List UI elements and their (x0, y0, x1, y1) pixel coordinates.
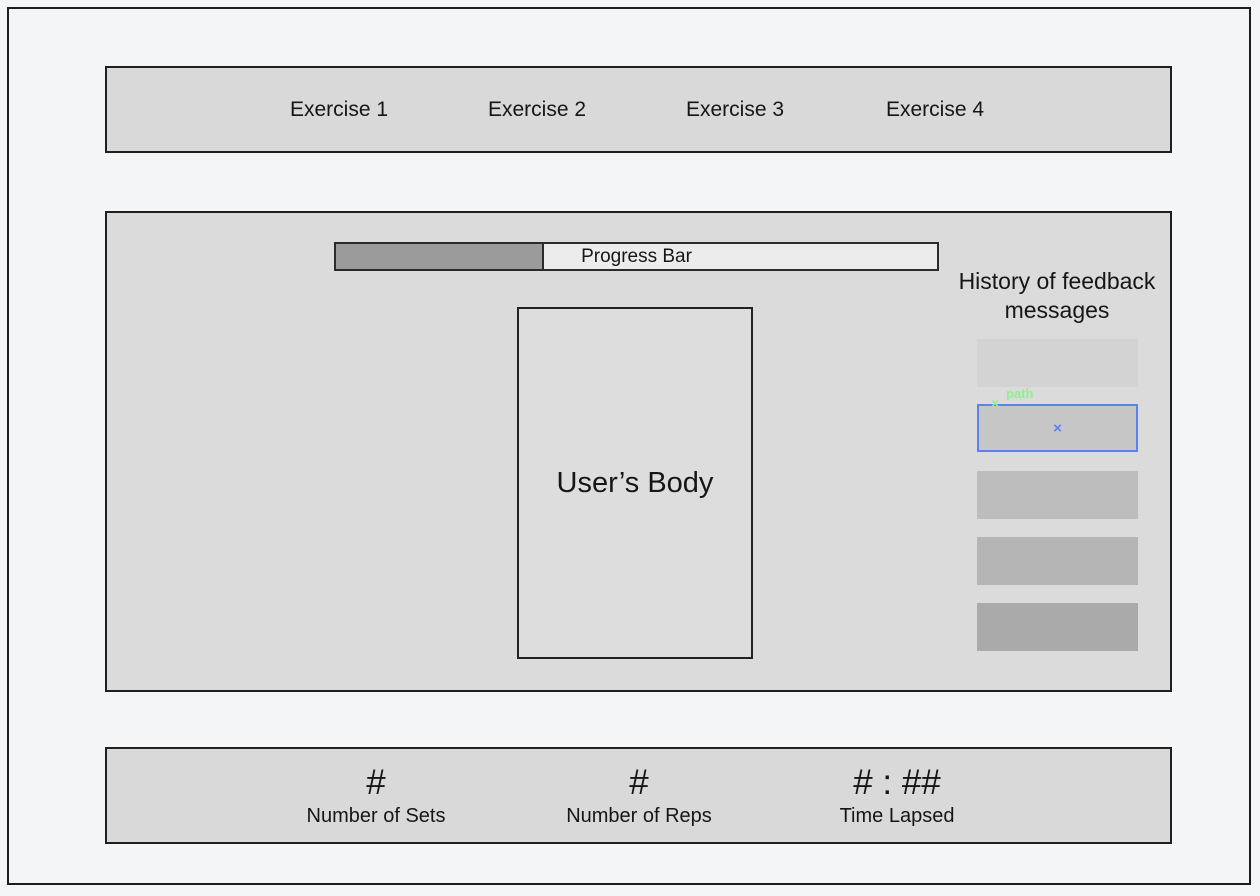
feedback-message-2-selected[interactable]: × path × (977, 387, 1138, 452)
tab-exercise-4[interactable]: Exercise 4 (885, 97, 985, 121)
progress-bar: Progress Bar (334, 242, 939, 271)
user-body-view: User’s Body (517, 307, 753, 659)
reps-value: # (629, 762, 649, 802)
time-value: # : ## (853, 762, 941, 802)
tab-exercise-2[interactable]: Exercise 2 (487, 97, 587, 121)
tab-exercise-3[interactable]: Exercise 3 (685, 97, 785, 121)
feedback-message-4[interactable] (977, 537, 1138, 585)
user-body-label: User’s Body (556, 466, 714, 499)
exercise-nav-bar: Exercise 1 Exercise 2 Exercise 3 Exercis… (105, 66, 1172, 153)
stats-bar: # Number of Sets # Number of Reps # : ##… (105, 747, 1172, 844)
time-label: Time Lapsed (839, 804, 955, 827)
feedback-history-title: History of feedback messages (958, 268, 1156, 323)
stat-number-of-reps: # Number of Reps (519, 749, 759, 842)
feedback-message-1[interactable] (977, 339, 1138, 387)
progress-bar-label: Progress Bar (581, 245, 692, 267)
progress-bar-fill (336, 244, 544, 269)
selection-center-mark-icon: × (1053, 419, 1062, 437)
workout-panel: Progress Bar User’s Body History of feed… (105, 211, 1172, 692)
reps-label: Number of Reps (566, 804, 712, 827)
stat-time-lapsed: # : ## Time Lapsed (777, 749, 1017, 842)
sets-value: # (366, 762, 386, 802)
feedback-message-5[interactable] (977, 603, 1138, 651)
feedback-message-3[interactable] (977, 471, 1138, 519)
path-label: path (1006, 386, 1034, 401)
sets-label: Number of Sets (306, 804, 446, 827)
tab-exercise-1[interactable]: Exercise 1 (289, 97, 389, 121)
app-frame: Exercise 1 Exercise 2 Exercise 3 Exercis… (7, 7, 1251, 885)
stat-number-of-sets: # Number of Sets (256, 749, 496, 842)
path-anchor-mark-icon: × (991, 395, 1000, 411)
